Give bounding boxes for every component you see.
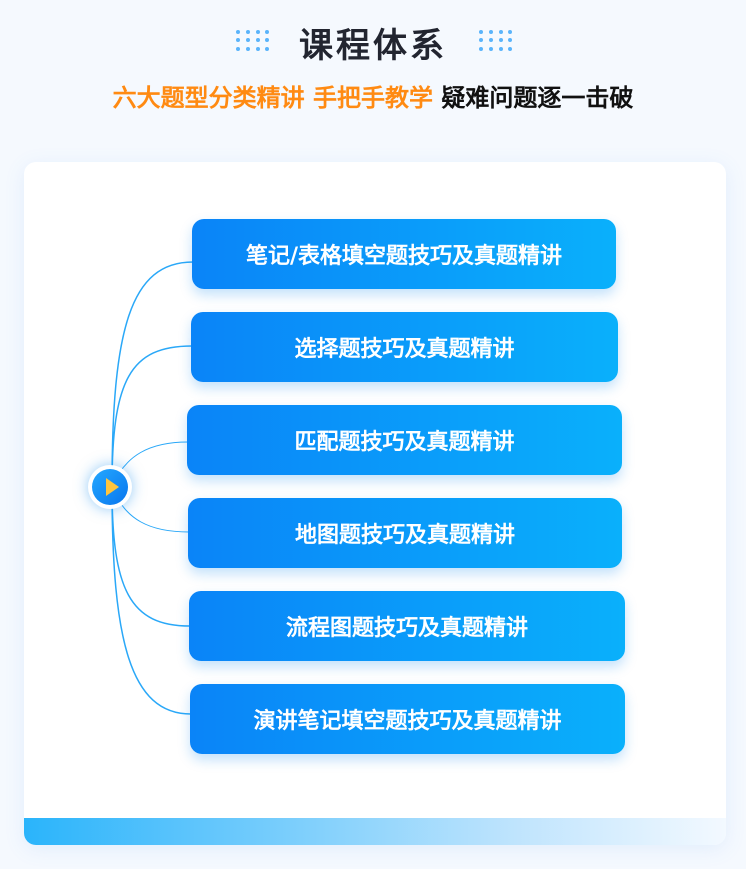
play-icon[interactable] — [88, 465, 132, 509]
course-item-label: 选择题技巧及真题精讲 — [294, 337, 515, 362]
course-item-matching[interactable]: 匹配题技巧及真题精讲 — [187, 405, 622, 475]
decorative-dots-right — [479, 30, 515, 52]
course-item-label: 演讲笔记填空题技巧及真题精讲 — [253, 709, 562, 734]
decorative-dots-left — [236, 30, 272, 52]
page-title: 课程体系 — [299, 26, 447, 66]
course-item-label: 笔记/表格填空题技巧及真题精讲 — [245, 244, 563, 269]
subtitle: 六大题型分类精讲 手把手教学 疑难问题逐一击破 — [0, 78, 746, 113]
course-item-map[interactable]: 地图题技巧及真题精讲 — [188, 498, 622, 568]
bottom-gradient-bar — [24, 818, 726, 845]
subtitle-highlight: 六大题型分类精讲 手把手教学 — [112, 84, 433, 112]
course-item-lecture-notes[interactable]: 演讲笔记填空题技巧及真题精讲 — [190, 684, 625, 754]
course-item-label: 匹配题技巧及真题精讲 — [294, 430, 515, 455]
course-item-notes-table[interactable]: 笔记/表格填空题技巧及真题精讲 — [192, 219, 616, 289]
subtitle-text: 疑难问题逐一击破 — [441, 84, 634, 112]
course-item-label: 流程图题技巧及真题精讲 — [285, 616, 528, 641]
course-item-multiple-choice[interactable]: 选择题技巧及真题精讲 — [191, 312, 618, 382]
course-item-flowchart[interactable]: 流程图题技巧及真题精讲 — [189, 591, 625, 661]
course-item-label: 地图题技巧及真题精讲 — [294, 523, 515, 548]
